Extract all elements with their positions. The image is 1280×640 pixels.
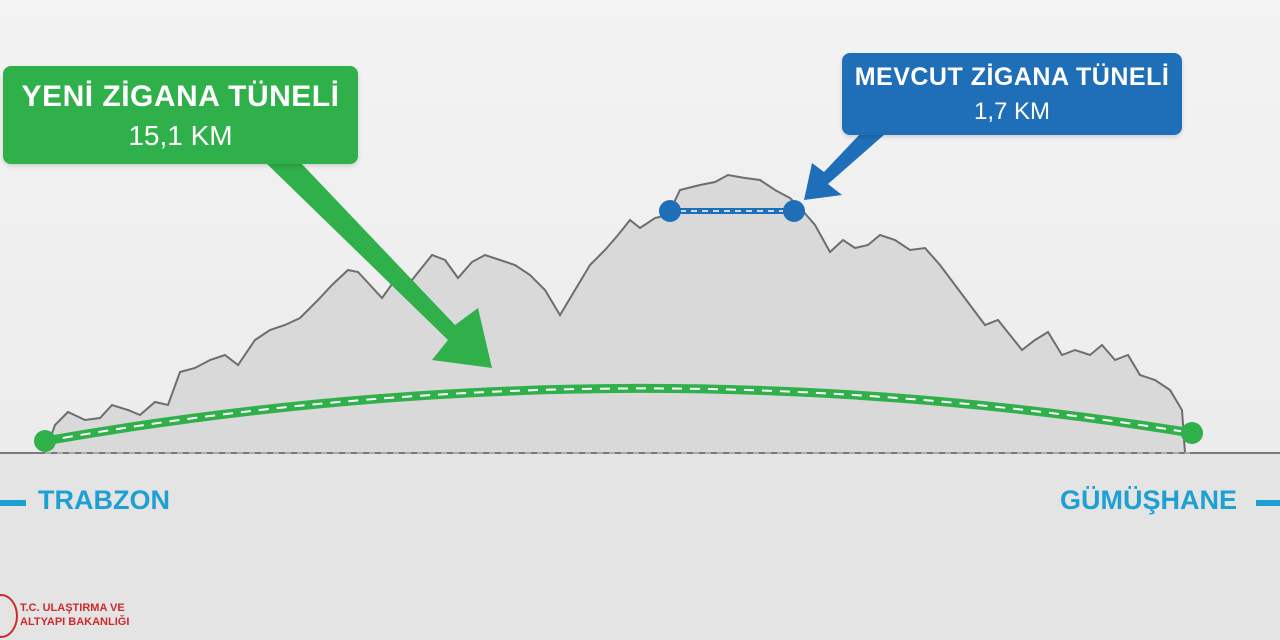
ministry-name-line2: ALTYAPI BAKANLIĞI [20,616,130,628]
end-city-label: GÜMÜŞHANE [1060,485,1238,515]
existing-tunnel-title: MEVCUT ZİGANA TÜNELİ [854,63,1170,91]
mountain-profile [0,173,1280,454]
existing-tunnel-end-dot [783,200,805,222]
ground-area [0,453,1280,640]
ministry-name-line1: T.C. ULAŞTIRMA VE [20,602,125,614]
existing-tunnel-length: 1,7 KM [973,98,1051,125]
new-tunnel-arrow [265,162,492,368]
ministry-logo: T.C. ULAŞTIRMA VE ALTYAPI BAKANLIĞI [0,594,170,640]
existing-tunnel-start-dot [659,200,681,222]
gumushane-endpoint-dot [1181,422,1203,444]
new-tunnel-callout: YENİ ZİGANA TÜNELİ 15,1 KM [3,66,358,164]
new-tunnel-length: 15,1 KM [128,120,233,151]
end-marker [1256,500,1280,506]
ministry-emblem-icon [0,594,18,638]
trabzon-endpoint-dot [34,430,56,452]
start-city-label: TRABZON [38,485,170,515]
new-tunnel-centerline [44,387,1193,442]
existing-tunnel-callout: MEVCUT ZİGANA TÜNELİ 1,7 KM [842,53,1182,135]
new-tunnel-title: YENİ ZİGANA TÜNELİ [21,80,340,113]
start-marker [0,500,26,506]
existing-tunnel-arrow [804,134,885,200]
